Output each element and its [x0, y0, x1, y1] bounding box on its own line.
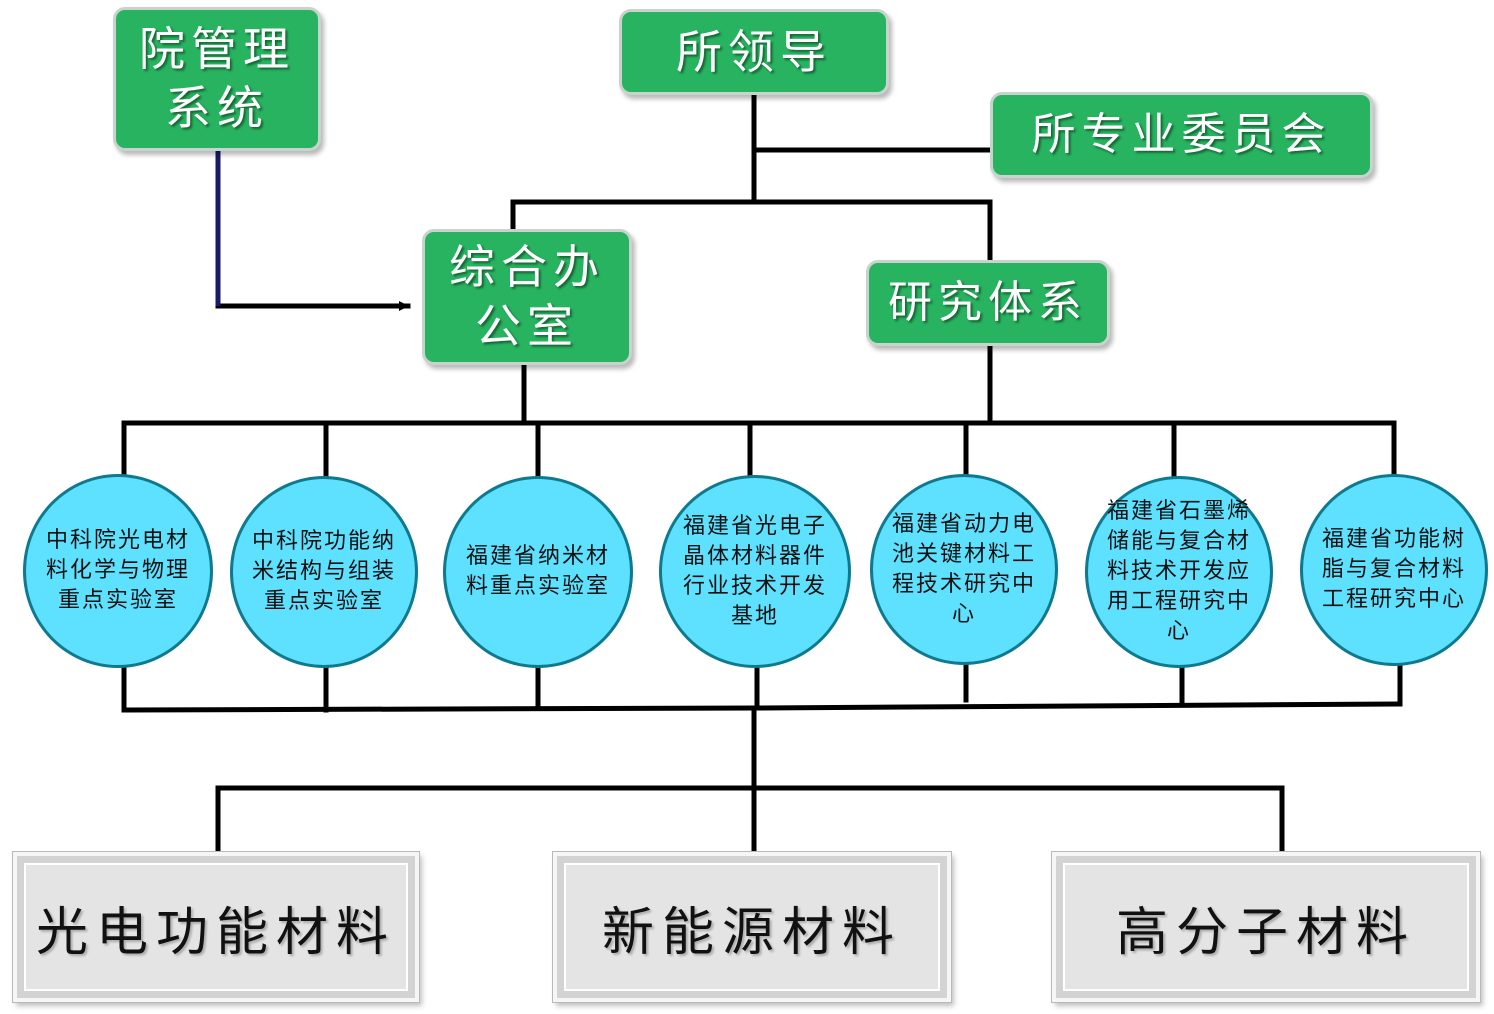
field-box-optoelectronic[interactable]: 光电功能材料	[12, 851, 420, 1003]
lab-label: 中科院功能纳米结构与组装重点实验室	[251, 529, 396, 614]
lab-label: 福建省功能树脂与复合材料工程研究中心	[1321, 527, 1466, 612]
lab-circle[interactable]: 中科院功能纳米结构与组装重点实验室	[230, 476, 418, 668]
lab-label: 中科院光电材料化学与物理重点实验室	[45, 528, 190, 613]
lab-circle[interactable]: 中科院光电材料化学与物理重点实验室	[23, 474, 213, 668]
field-box-new-energy[interactable]: 新能源材料	[552, 851, 952, 1003]
lab-circle[interactable]: 福建省功能树脂与复合材料工程研究中心	[1300, 474, 1488, 666]
academy-management-box[interactable]: 院管理 系统	[113, 7, 321, 151]
lab-label: 福建省光电子晶体材料器件行业技术开发基地	[682, 513, 827, 629]
lab-circle[interactable]: 福建省石墨烯储能与复合材料技术开发应用工程研究中心	[1085, 476, 1273, 668]
lab-label: 福建省石墨烯储能与复合材料技术开发应用工程研究中心	[1106, 499, 1251, 644]
lab-label: 福建省纳米材料重点实验室	[465, 544, 610, 599]
lab-circle[interactable]: 福建省纳米材料重点实验室	[443, 476, 633, 668]
field-box-polymer[interactable]: 高分子材料	[1051, 851, 1481, 1003]
lab-circle[interactable]: 福建省光电子晶体材料器件行业技术开发基地	[659, 475, 851, 668]
lab-label: 福建省动力电池关键材料工程技术研究中心	[891, 511, 1036, 627]
leadership-box[interactable]: 所领导	[619, 9, 889, 95]
general-office-box[interactable]: 综合办 公室	[422, 229, 632, 365]
lab-circle[interactable]: 福建省动力电池关键材料工程技术研究中心	[870, 474, 1058, 665]
professional-committee-box[interactable]: 所专业委员会	[990, 92, 1373, 178]
research-system-box[interactable]: 研究体系	[866, 260, 1110, 346]
